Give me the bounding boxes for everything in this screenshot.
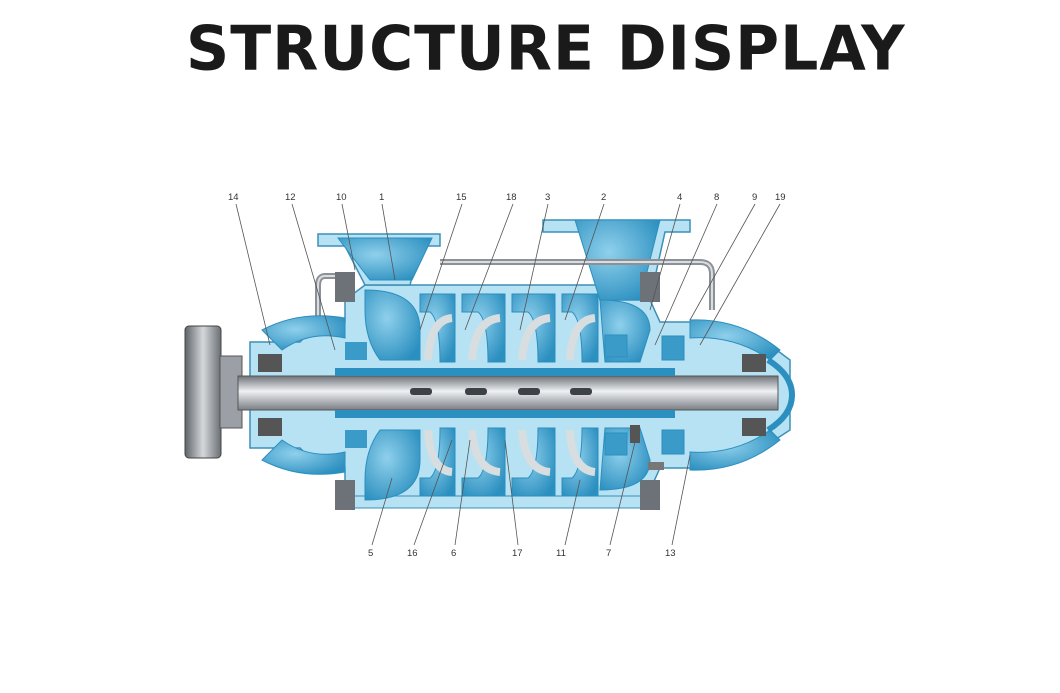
bottom-callout-labels: 5 16 6 17 11 7 13 (368, 548, 676, 559)
callout-3: 3 (545, 192, 550, 203)
callout-10: 10 (336, 192, 347, 203)
callout-17: 17 (512, 548, 523, 559)
callout-15: 15 (456, 192, 467, 203)
callout-5: 5 (368, 548, 373, 559)
callout-8: 8 (714, 192, 719, 203)
stage-4 (561, 293, 599, 497)
callout-16: 16 (407, 548, 418, 559)
callout-18: 18 (506, 192, 517, 203)
callout-13: 13 (665, 548, 676, 559)
callout-12: 12 (285, 192, 296, 203)
callout-19: 19 (775, 192, 786, 203)
callout-6: 6 (451, 548, 456, 559)
pump-shaft (237, 368, 779, 418)
callout-9: 9 (752, 192, 757, 203)
page-title: STRUCTURE DISPLAY (186, 13, 906, 85)
callout-11: 11 (556, 548, 566, 559)
suction-chamber (345, 289, 421, 501)
coupling-pulley (184, 325, 243, 459)
bearing-housing-left (258, 315, 346, 475)
stage-3 (511, 293, 556, 497)
callout-14: 14 (228, 192, 239, 203)
callout-1: 1 (379, 192, 384, 203)
impeller-stages (419, 293, 685, 497)
callout-2: 2 (601, 192, 606, 203)
bearing-housing-right (689, 319, 796, 471)
top-callout-labels: 14 12 10 1 15 18 3 2 4 8 9 19 (228, 192, 786, 203)
balance-disc (630, 335, 685, 470)
discharge-section (599, 299, 651, 491)
callout-7: 7 (606, 548, 611, 559)
callout-4: 4 (677, 192, 682, 203)
stage-2 (461, 293, 506, 497)
callout-leaders (235, 203, 781, 546)
stage-1 (419, 293, 456, 497)
